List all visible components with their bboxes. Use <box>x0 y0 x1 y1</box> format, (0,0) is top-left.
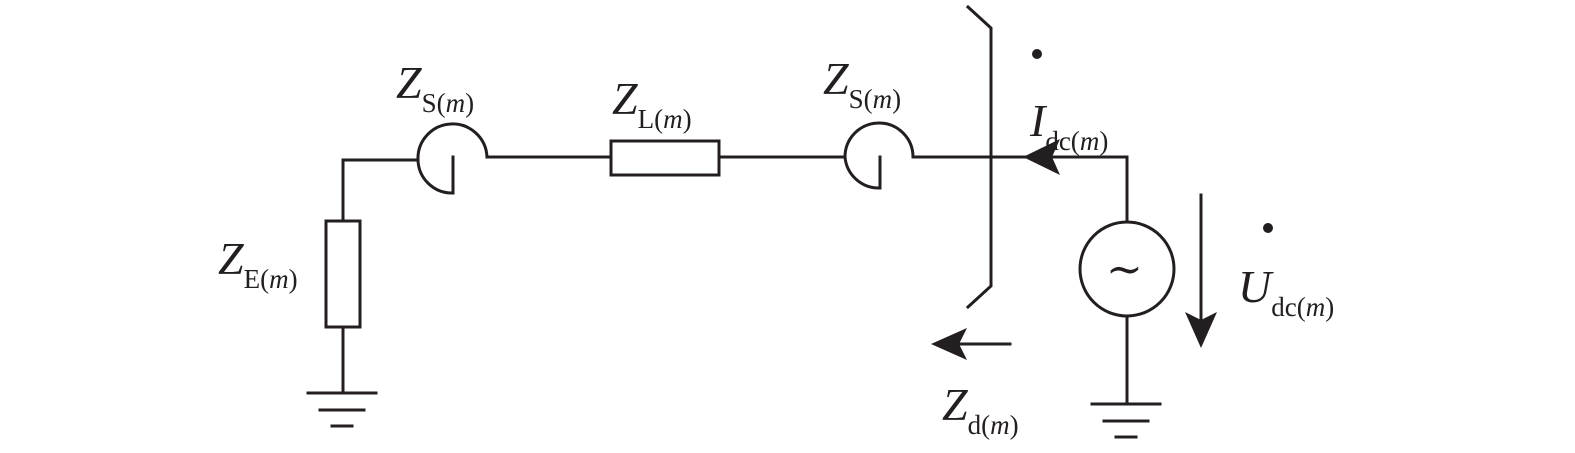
measurement-bracket <box>965 4 993 310</box>
ac-source-symbol: ~ <box>1106 244 1143 295</box>
zs-right-impedance-symbol <box>843 121 915 190</box>
left-wire <box>341 158 420 223</box>
voltage-arrow-icon <box>1185 193 1217 348</box>
zd-arrow-icon <box>931 328 1012 360</box>
idc-phasor-dot <box>1032 49 1042 59</box>
bus-right-wire <box>911 155 1129 224</box>
label-zl: ZL(m) <box>612 73 692 134</box>
label-zd: Zd(m) <box>942 379 1019 440</box>
label-zs-right: ZS(m) <box>823 53 902 114</box>
label-ze: ZE(m) <box>218 233 298 294</box>
ground-symbol-left <box>306 391 378 428</box>
current-arrow-icon <box>1023 139 1060 175</box>
ground-symbol-right <box>1090 402 1162 439</box>
label-udc: Udc(m) <box>1238 261 1335 322</box>
label-zs-left: ZS(m) <box>396 57 475 118</box>
zl-impedance-box <box>609 139 721 177</box>
zs-left-impedance-symbol <box>416 122 489 195</box>
udc-phasor-dot <box>1263 223 1273 233</box>
ze-impedance-box <box>324 219 362 329</box>
label-idc: Idc(m) <box>1030 95 1109 156</box>
